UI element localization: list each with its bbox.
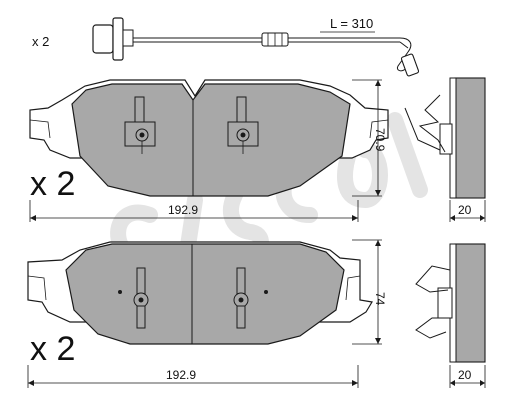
top-pad-side-view: 20 [404, 77, 486, 222]
sensor-connector-clip [112, 17, 124, 61]
bottom-clip-right [233, 267, 268, 329]
top-friction-material [71, 83, 351, 197]
wear-sensor: x 2 L = 310 [32, 16, 420, 77]
sensor-quantity-label: x 2 [32, 34, 49, 49]
bottom-clip-left [118, 267, 149, 329]
sensor-tip [400, 53, 420, 77]
bottom-pad-height: 74 [373, 292, 387, 306]
top-clip-right [227, 96, 259, 154]
top-pad-height: 70.9 [373, 128, 387, 152]
top-pad-quantity: x 2 [30, 165, 75, 203]
top-clip-left [124, 96, 156, 154]
sensor-connector [92, 24, 114, 54]
bottom-pad-quantity: x 2 [30, 330, 75, 368]
bottom-brake-pad: x 2 192.9 74 [27, 239, 387, 388]
top-pad-width: 192.9 [168, 203, 198, 217]
bottom-pad-width: 192.9 [166, 368, 196, 382]
sensor-length-label: L = 310 [330, 16, 373, 31]
top-pad-thickness: 20 [458, 203, 472, 217]
top-brake-pad: x 2 192.9 70.9 [29, 79, 389, 222]
bottom-pad-side-view: 20 [415, 243, 486, 388]
bottom-friction-material [65, 243, 345, 345]
bottom-pad-thickness: 20 [458, 368, 472, 382]
